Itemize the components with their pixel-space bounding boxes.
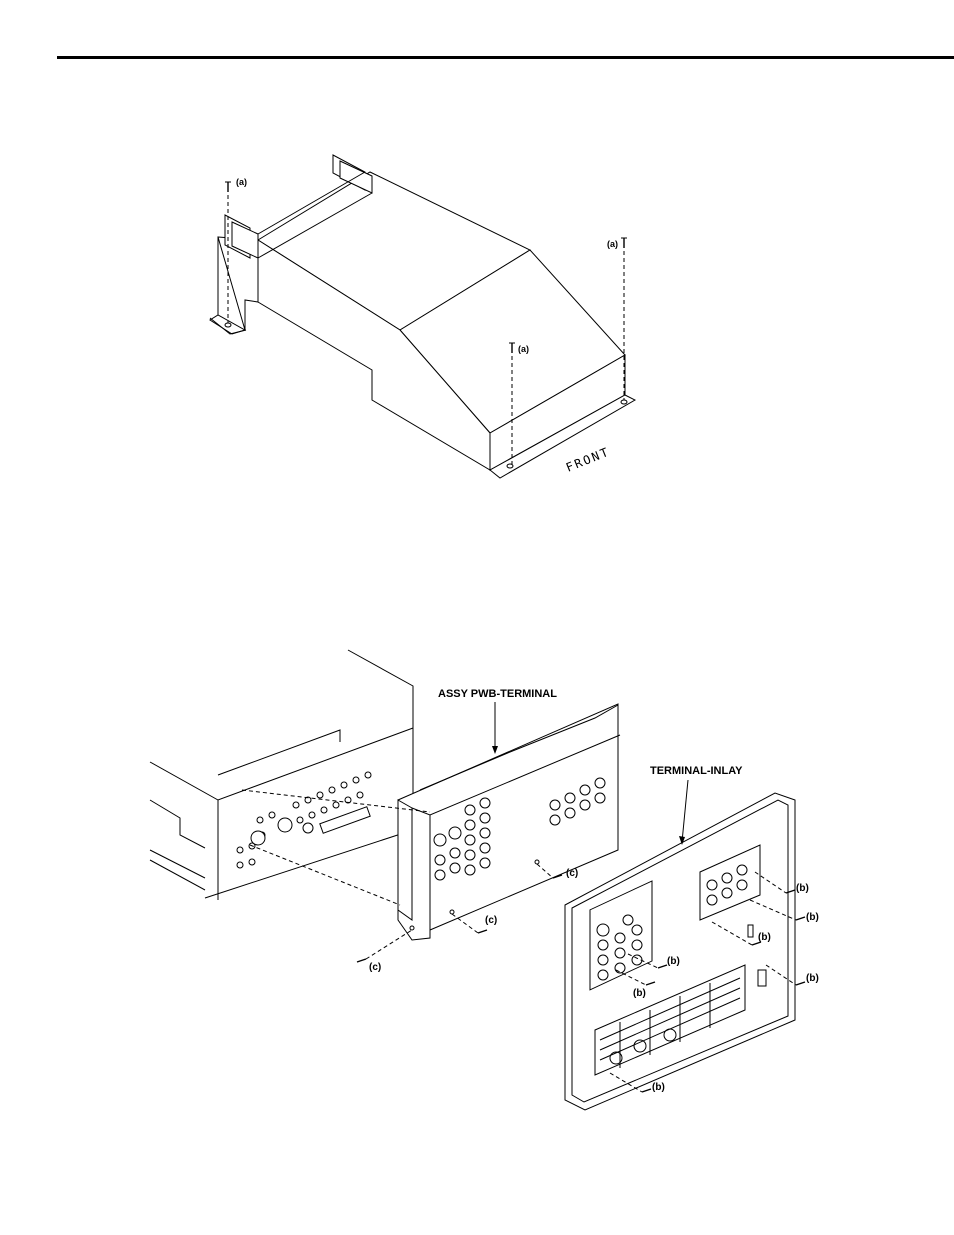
label-screw-b-7: (b) [652, 1082, 665, 1093]
rf-connector-1 [251, 831, 265, 845]
assy-pwb-terminal-label: ASSY PWB-TERMINAL [438, 688, 557, 700]
label-screw-b-2: (b) [806, 912, 819, 923]
rf-connector-3 [303, 823, 313, 833]
label-screw-a-center: (a) [518, 344, 529, 354]
chassis-rear [150, 650, 413, 900]
label-screw-b-1: (b) [796, 883, 809, 894]
label-screw-c-2: (c) [485, 915, 497, 926]
label-screw-a-left: (a) [236, 177, 247, 187]
rf-connector-2 [278, 818, 292, 832]
label-screw-c-3: (c) [369, 962, 381, 973]
label-screw-b-6: (b) [633, 988, 646, 999]
terminal-inlay-label: TERMINAL-INLAY [650, 765, 743, 777]
leader-terminal-inlay [682, 780, 688, 842]
label-screw-b-5: (b) [667, 956, 680, 967]
rear-cover [210, 155, 635, 478]
label-screw-c-1: (c) [566, 868, 578, 879]
label-screw-a-right: (a) [607, 239, 618, 249]
label-screw-b-3: (b) [758, 932, 771, 943]
label-screw-b-4: (b) [806, 973, 819, 984]
front-label: FRONT [564, 445, 612, 475]
chassis-vents [237, 772, 371, 868]
